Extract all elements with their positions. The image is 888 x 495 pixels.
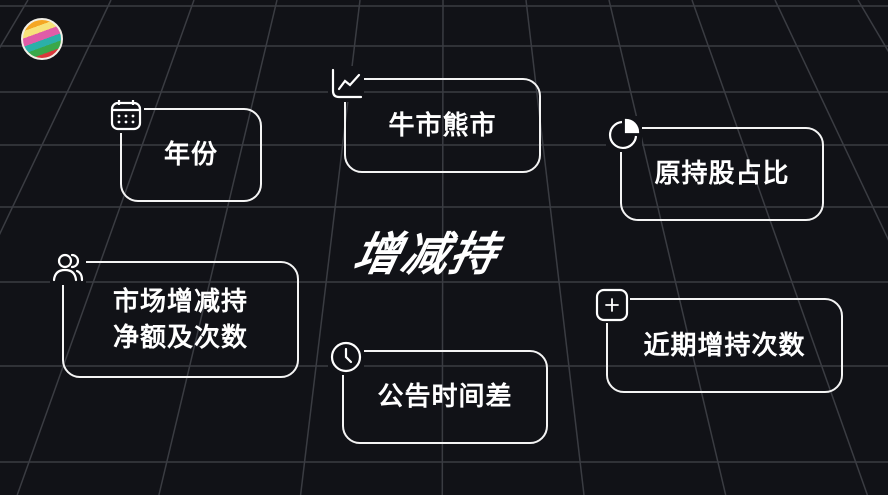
users-icon xyxy=(50,249,86,285)
calendar-icon xyxy=(108,97,144,133)
grid-line xyxy=(691,0,869,495)
grid-line xyxy=(774,0,888,241)
card-recent-label: 近期增持次数 xyxy=(643,330,806,361)
card-year-label: 年份 xyxy=(163,140,218,170)
card-holding: 原持股占比 xyxy=(620,127,824,221)
grid-line xyxy=(0,0,112,236)
line-chart-icon xyxy=(328,66,364,102)
card-market-label: 牛市熊市 xyxy=(388,110,497,141)
card-year: 年份 xyxy=(120,108,262,202)
card-net-line2: 净额及次数 xyxy=(112,322,248,353)
clock-icon xyxy=(328,339,364,375)
grid-line xyxy=(0,0,29,49)
card-net-line1: 市场增减持 xyxy=(112,286,248,317)
logo xyxy=(21,18,63,60)
card-recent: 近期增持次数 xyxy=(606,298,843,393)
grid-line xyxy=(857,0,888,53)
grid-line xyxy=(158,0,278,495)
grid-line xyxy=(441,0,444,495)
plus-square-icon xyxy=(594,287,630,323)
card-timing: 公告时间差 xyxy=(342,350,548,444)
center-title: 增减持 xyxy=(348,227,505,281)
card-net: 市场增减持 净额及次数 xyxy=(62,261,299,378)
card-market: 牛市熊市 xyxy=(344,78,541,173)
pie-chart-icon xyxy=(606,116,642,152)
grid-line xyxy=(608,0,727,495)
grid-line xyxy=(16,0,195,495)
card-holding-label: 原持股占比 xyxy=(654,159,790,189)
card-timing-label: 公告时间差 xyxy=(377,382,513,412)
